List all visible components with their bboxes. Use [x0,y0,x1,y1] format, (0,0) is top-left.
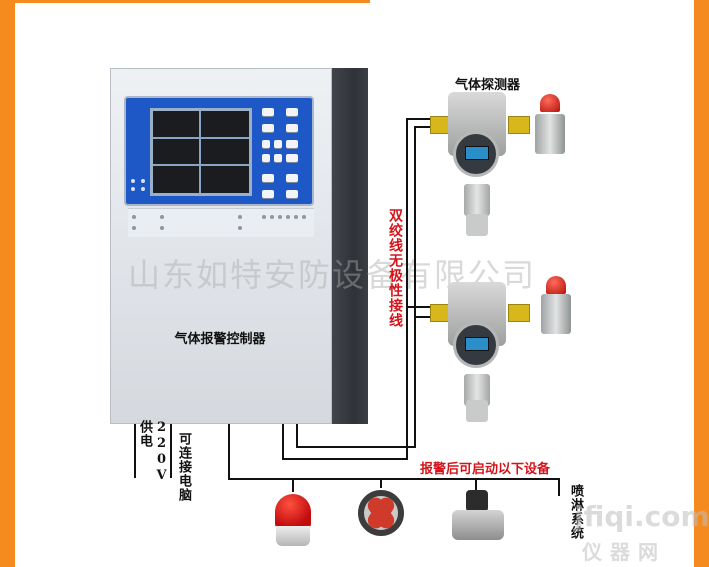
indicator-dot [270,215,274,219]
wire [414,316,430,318]
watermark-site: jfiqi.com [574,500,709,533]
indicator-dot [160,226,164,230]
indicator-dot [238,226,242,230]
frame-left-bar [0,0,15,567]
screen-grid-line [199,111,201,193]
indicator-strip [128,208,314,237]
solenoid-valve-icon [466,490,488,512]
wire [414,126,430,128]
screen-grid-line [153,164,249,166]
wire [296,424,298,448]
panel-key [262,174,274,182]
wire [296,446,416,448]
indicator-dot [132,226,136,230]
indicator-dot [286,215,290,219]
panel-key [262,108,274,116]
alarm-lamp-base [276,526,310,546]
panel-key [274,154,282,162]
indicator-dot [302,215,306,219]
wire [406,118,408,460]
panel-key [274,140,282,148]
watermark-site-cn: 仪器网 [582,540,666,564]
panel-key [286,124,298,132]
pc-wire [170,424,172,478]
detector-pipe [508,116,530,134]
watermark-company: 山东如特安防设备有限公司 [128,256,537,294]
detector-title: 气体探测器 [455,78,521,93]
alarm-lamp-icon [546,276,566,294]
power-wire [134,424,136,478]
detector-display [465,337,489,351]
panel-key [286,174,298,182]
sprinkler-note: 喷淋系统 [568,484,583,540]
devices-note: 报警后可启动以下设备 [420,462,551,477]
indicator-dot [238,215,242,219]
wire [282,424,284,460]
detector-pipe [508,304,530,322]
pc-note: 可连接电脑 [176,432,191,502]
controller-screen [150,108,252,196]
indicator-dot [278,215,282,219]
frame-top-bar [15,0,370,3]
wire [380,478,382,488]
valve-body [452,510,504,540]
detector-display [465,146,489,160]
wire [406,306,430,308]
alarm-lamp-icon [275,494,311,528]
panel-key [286,108,298,116]
detector-sensor-cap [466,214,488,236]
panel-key [286,140,298,148]
detector-alarm-base [535,114,565,154]
wire-note: 双绞线无极性接线 [387,208,403,328]
status-led [141,187,145,191]
wire [558,478,560,496]
panel-key [262,140,270,148]
power-note: 220V供电 [137,420,169,484]
wire [414,126,416,448]
panel-key [262,154,270,162]
status-led [131,187,135,191]
wire [292,478,294,492]
wire [475,478,477,492]
panel-key [262,190,274,198]
detector-sensor-cap [466,400,488,422]
panel-key [262,124,274,132]
indicator-dot [132,215,136,219]
wire [282,458,408,460]
frame-right-bar [694,0,709,567]
panel-key [286,190,298,198]
indicator-dot [160,215,164,219]
indicator-dot [262,215,266,219]
alarm-lamp-icon [540,94,560,112]
wire [228,424,230,480]
wire [406,118,430,120]
detector-alarm-base [541,294,571,334]
wire [228,478,560,480]
panel-key [286,154,298,162]
indicator-dot [294,215,298,219]
controller-title: 气体报警控制器 [174,332,266,347]
status-led [131,179,135,183]
screen-grid-line [153,137,249,139]
status-led [141,179,145,183]
detector-sensor-housing [464,184,490,216]
